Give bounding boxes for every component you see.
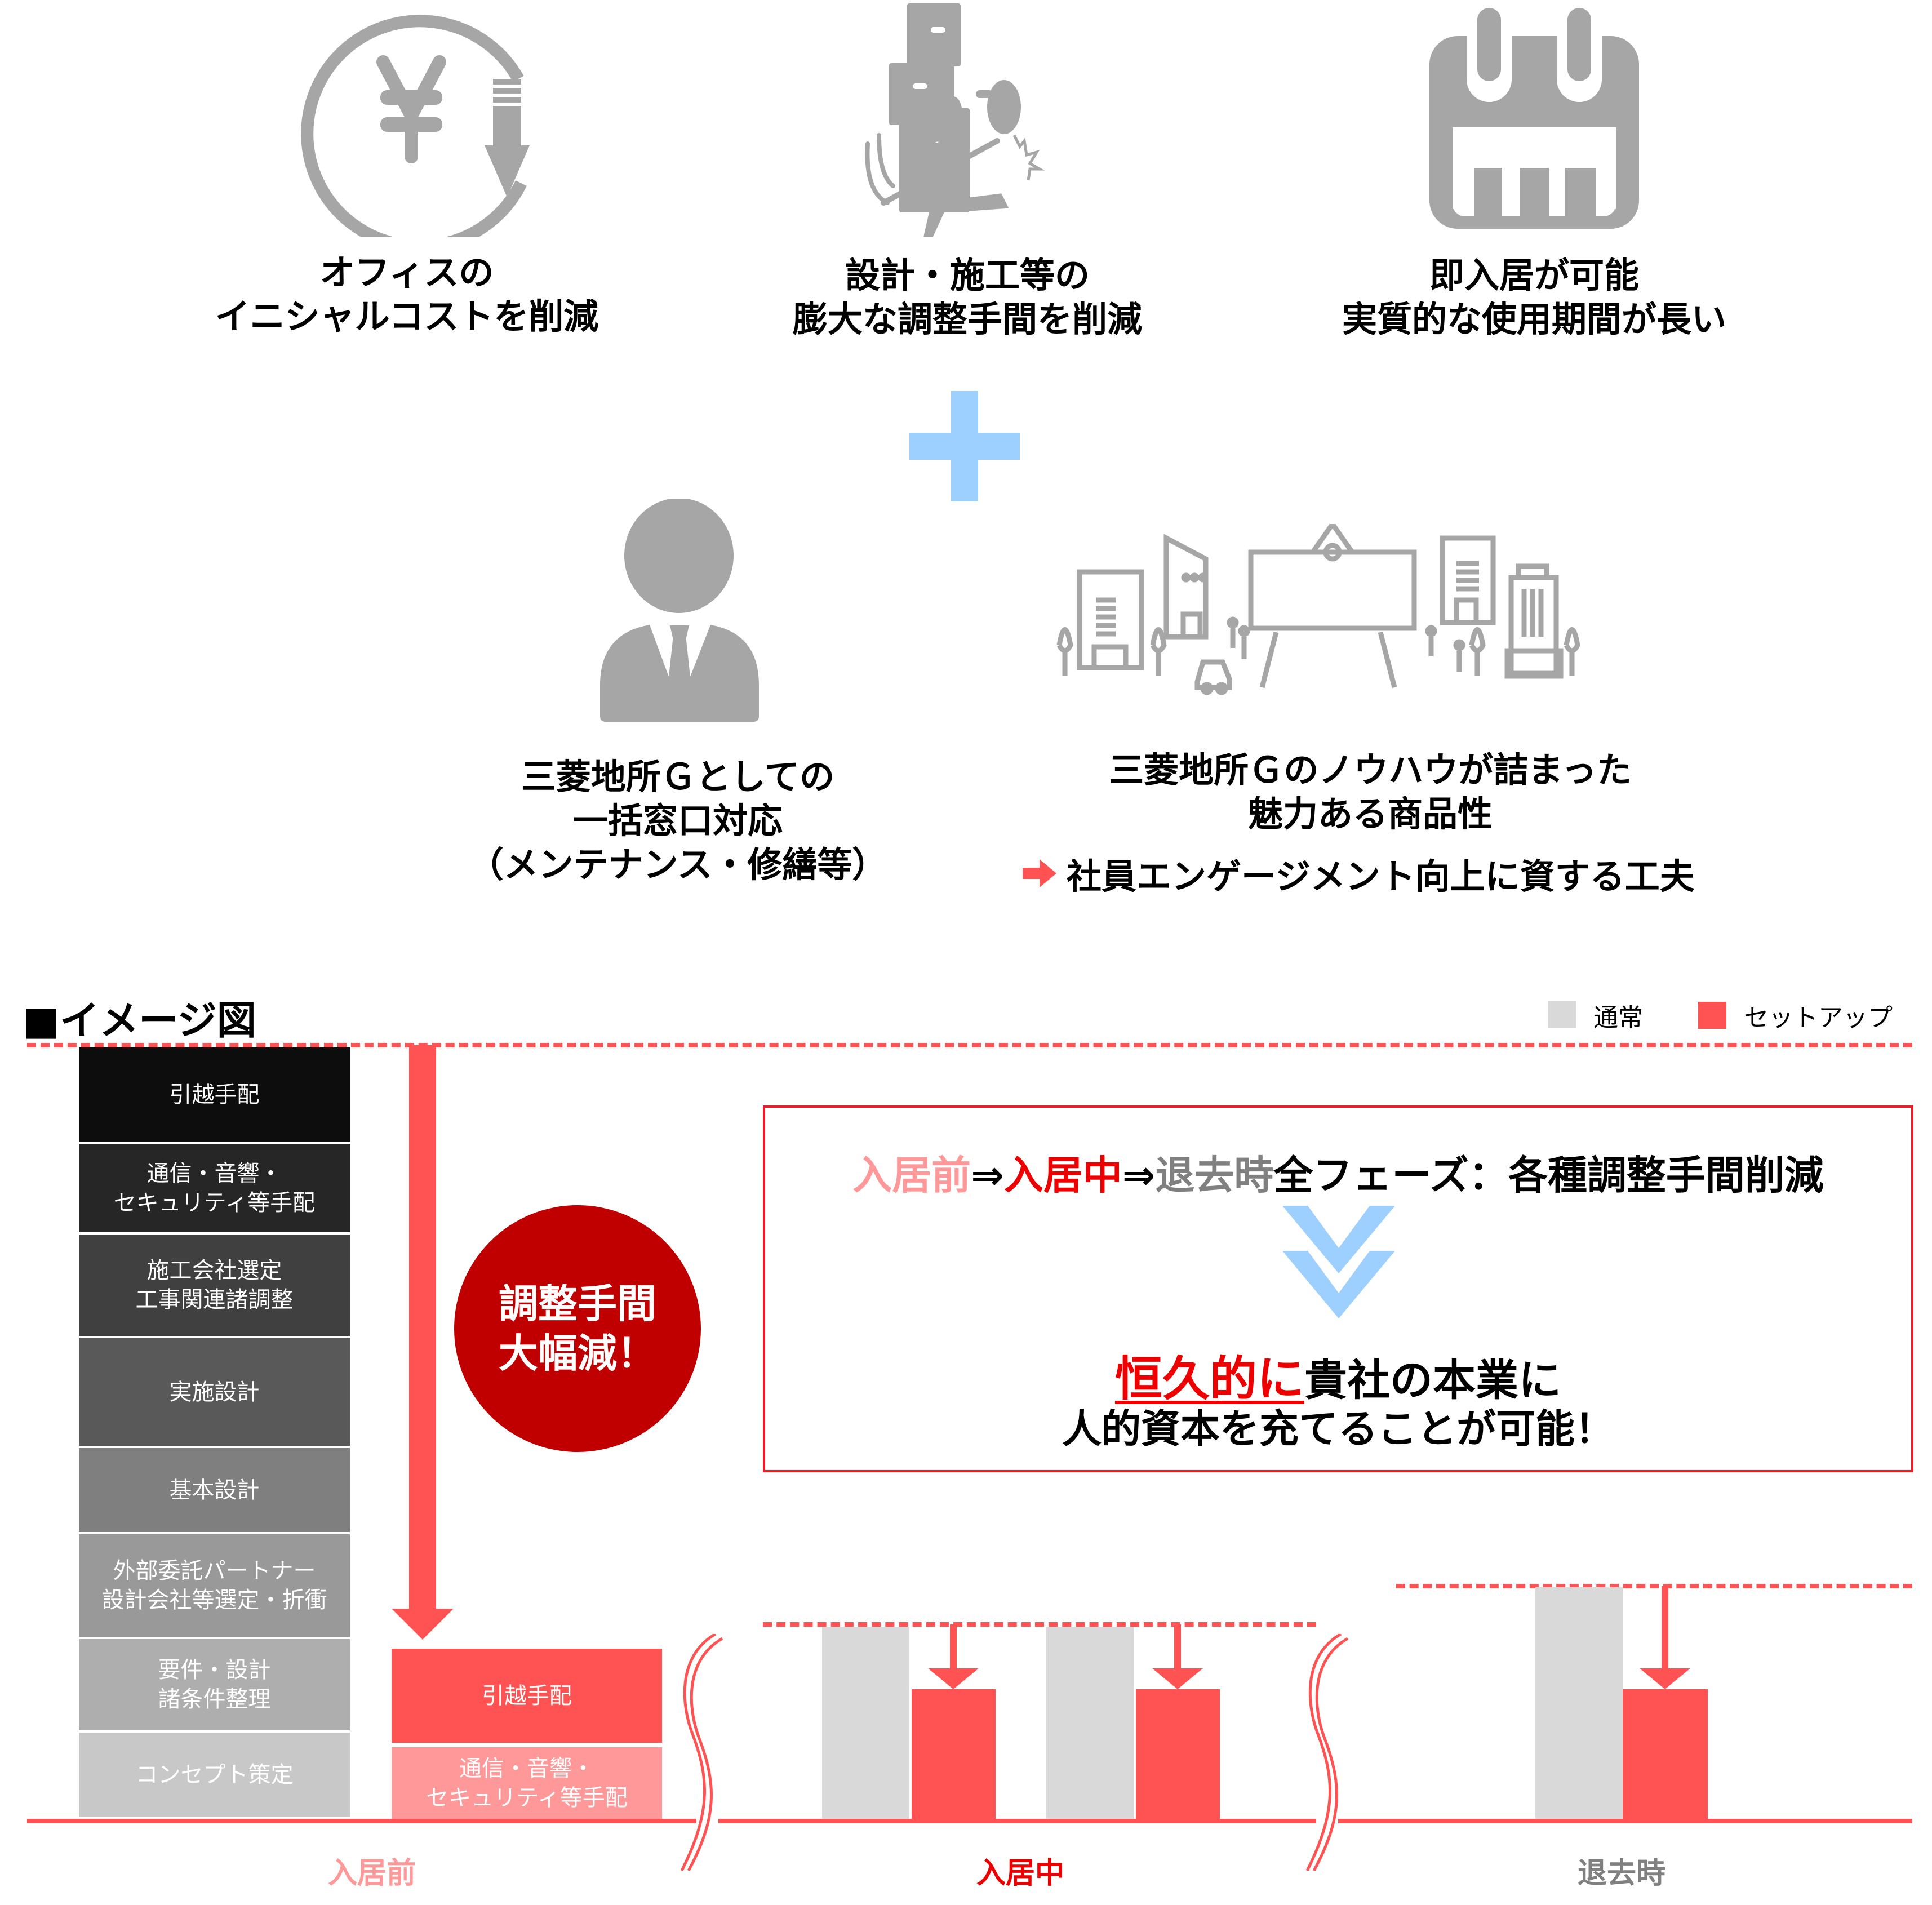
during-normal-bar-2 (1046, 1627, 1134, 1819)
benefit-2-line-1: 設計・施工等の (845, 255, 1090, 296)
normal-stack-block: 通信・音響・ セキュリティ等手配 (79, 1144, 350, 1232)
normal-stack-block-label: 外部委託パートナー 設計会社等選定・折衝 (101, 1558, 327, 1613)
benefit-3-text: 即入居が可能 実質的な使用期間が長い (1342, 254, 1726, 341)
normal-stack-block: 外部委託パートナー 設計会社等選定・折衝 (79, 1534, 350, 1637)
message-emphasis: 恒久的に (1114, 1351, 1305, 1406)
benefit-3-line-1: 即入居が可能 (1429, 255, 1640, 296)
benefit-1-line-1: オフィスの (319, 252, 494, 293)
during-normal-bar-1 (822, 1627, 909, 1819)
setup-block-moving-label: 引越手配 (482, 1682, 572, 1709)
message-line-2: 恒久的に貴社の本業に (1115, 1341, 1561, 1409)
extra-2-text: 三菱地所Ｇのノウハウが詰まった 魅力ある商品性 (1109, 748, 1632, 836)
normal-stack-block-label: 要件・設計 諸条件整理 (158, 1657, 271, 1712)
during-setup-bar-1 (912, 1689, 996, 1819)
normal-stack-block-label: 通信・音響・ セキュリティ等手配 (113, 1160, 316, 1216)
extra-2-sub: 社員エンゲージメント向上に資する工夫 (1023, 848, 1695, 899)
during-reference-line (763, 1622, 1316, 1627)
after-normal-bar (1535, 1587, 1623, 1819)
plus-icon (909, 391, 1020, 501)
phase-label-after: 退去時 (1577, 1857, 1666, 1890)
extra-1-line-2: 一括窓口対応 (572, 800, 783, 841)
baseline-before (27, 1819, 696, 1823)
phase-label-during: 入居中 (976, 1857, 1065, 1890)
normal-stack-block: 要件・設計 諸条件整理 (79, 1639, 350, 1730)
top-reference-line (27, 1043, 1912, 1047)
legend-swatch-setup (1698, 1002, 1726, 1029)
headline-arrow-1: ⇒ (971, 1152, 1004, 1198)
baseline-after (1338, 1819, 1912, 1823)
axis-break-mark-1 (676, 1634, 732, 1871)
normal-stack-block: コンセプト策定 (79, 1733, 350, 1817)
calendar-icon (1429, 6, 1639, 232)
extra-1-text: 三菱地所Ｇとしての 一括窓口対応 （メンテナンス・修繕等） (469, 755, 887, 887)
after-reference-line (1396, 1584, 1912, 1588)
diagram-title: ■イメージ図 (23, 997, 256, 1043)
message-box (763, 1105, 1913, 1472)
yen-down-icon (299, 0, 547, 237)
benefit-2-line-2: 膨大な調整手間を削減 (792, 299, 1143, 340)
legend-label-setup: セットアップ (1744, 1003, 1893, 1032)
message-headline: 入居前⇒入居中⇒退去時全フェーズ：各種調整手間削減 (852, 1144, 1824, 1201)
normal-stack-block: 施工会社選定 工事関連諸調整 (79, 1235, 350, 1336)
headline-rest: 全フェーズ：各種調整手間削減 (1273, 1152, 1824, 1198)
headline-phase-after: 退去時 (1155, 1152, 1274, 1198)
normal-stack-block-label: 実施設計 (169, 1379, 260, 1405)
normal-stack-block-label: 施工会社選定 工事関連諸調整 (135, 1258, 294, 1313)
big-down-arrow-icon (392, 1045, 454, 1642)
after-setup-bar (1623, 1689, 1708, 1819)
reduction-arrow-icon-3 (1640, 1586, 1690, 1689)
setup-block-comms-label: 通信・音響・ セキュリティ等手配 (426, 1755, 628, 1811)
legend-swatch-normal (1548, 1001, 1576, 1028)
during-setup-bar-2 (1136, 1689, 1220, 1819)
normal-stack-block-label: 基本設計 (169, 1477, 260, 1503)
calendar-grid (1429, 6, 1639, 232)
right-arrow-icon (1023, 859, 1056, 887)
axis-break-mark-2 (1302, 1634, 1358, 1871)
benefit-1-text: オフィスの イニシャルコストを削減 (215, 251, 599, 339)
normal-stack-block: 基本設計 (79, 1448, 350, 1532)
message-line-3: 人的資本を充てることが可能！ (1062, 1406, 1614, 1452)
extra-2-line-1: 三菱地所Ｇのノウハウが詰まった (1109, 749, 1632, 791)
normal-stack-block: 実施設計 (79, 1338, 350, 1446)
message-line-2-rest: 貴社の本業に (1304, 1355, 1562, 1405)
callout-line-2: 大幅減！ (499, 1330, 656, 1376)
normal-stack-block-label: コンセプト策定 (135, 1761, 294, 1788)
benefit-2-text: 設計・施工等の 膨大な調整手間を削減 (793, 254, 1142, 341)
business-person-icon (600, 499, 759, 722)
benefit-3-line-2: 実質的な使用期間が長い (1342, 299, 1727, 340)
extra-2-sub-line: 社員エンゲージメント向上に資する工夫 (1067, 856, 1695, 897)
overloaded-worker-icon (845, 0, 1082, 237)
phase-label-before: 入居前 (327, 1857, 416, 1890)
benefit-1-line-2: イニシャルコストを削減 (215, 296, 599, 337)
extra-2-line-2: 魅力ある商品性 (1247, 793, 1493, 834)
setup-block-comms: 通信・音響・ セキュリティ等手配 (392, 1747, 662, 1819)
callout-circle: 調整手間 大幅減！ (454, 1205, 701, 1452)
reduction-arrow-icon-2 (1152, 1624, 1203, 1689)
headline-arrow-2: ⇒ (1122, 1152, 1156, 1198)
headline-phase-during: 入居中 (1003, 1152, 1122, 1198)
callout-line-1: 調整手間 (499, 1281, 656, 1327)
baseline-during (718, 1819, 1316, 1823)
setup-block-moving: 引越手配 (392, 1649, 662, 1743)
double-chevron-down-icon (1282, 1206, 1395, 1318)
extra-1-line-1: 三菱地所Ｇとしての (521, 756, 835, 797)
normal-stack-block: 引越手配 (79, 1047, 350, 1142)
extra-1-line-3: （メンテナンス・修繕等） (468, 844, 887, 885)
headline-phase-before: 入居前 (852, 1152, 971, 1198)
legend-label-normal: 通常 (1593, 1003, 1643, 1032)
normal-stack-block-label: 引越手配 (169, 1081, 260, 1108)
city-buildings-icon (1042, 524, 1690, 710)
reduction-arrow-icon-1 (928, 1624, 979, 1689)
